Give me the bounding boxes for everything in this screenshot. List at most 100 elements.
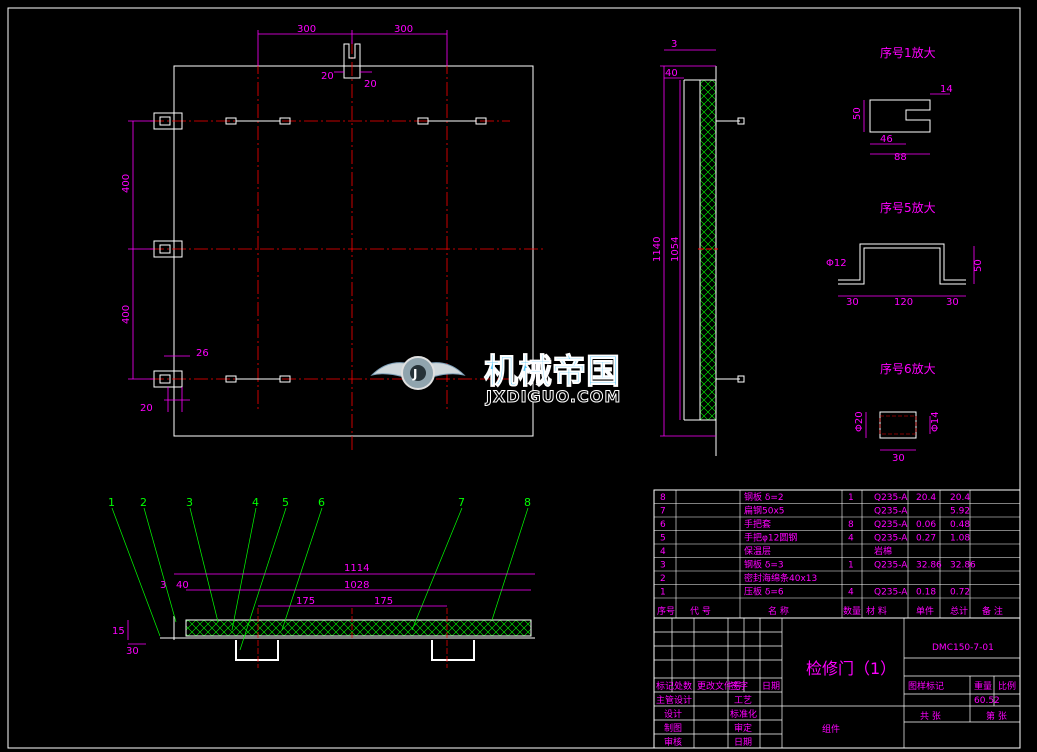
tb-left-2: 制图	[664, 722, 682, 734]
bom-cell: 4	[848, 534, 854, 544]
tb-sheets-no: 第 张	[986, 710, 1007, 722]
tb-stage-2: 比例	[998, 680, 1016, 692]
dim-slot-width: 20	[321, 71, 334, 82]
bom-cell: 4	[660, 547, 666, 557]
tb-row1-1: 处数	[674, 680, 692, 692]
dim-thickness: 3	[671, 39, 677, 50]
bom-cell: 0.48	[950, 520, 970, 530]
balloon-4: 4	[252, 496, 259, 509]
section-dim-d: 175	[374, 596, 393, 607]
tb-row1-0: 标记	[656, 680, 674, 692]
section-dim-e: 15	[112, 626, 125, 637]
detail-1-title: 序号1放大	[880, 45, 936, 60]
section-view: 1 2 3 4 5 6 7 8 1114 1028 3 40 175 175 1…	[108, 496, 535, 668]
bom-cell: 8	[848, 520, 854, 530]
section-dim-inner: 1028	[344, 580, 369, 591]
detail-5-title: 序号5放大	[880, 200, 936, 215]
balloon-8: 8	[524, 496, 531, 509]
bom-cell: 6	[660, 520, 666, 530]
bom-cell: 保温层	[744, 545, 771, 557]
section-dim-c: 175	[296, 596, 315, 607]
tb-stage-1: 重量	[974, 680, 992, 692]
bom-cell: 20.4	[950, 493, 970, 503]
detail-6-title: 序号6放大	[880, 361, 936, 376]
tb-left-0: 主管设计	[656, 694, 692, 706]
bom-cell: 扁钢50x5	[744, 505, 785, 517]
bom-header-qty: 数量	[843, 605, 861, 617]
bom-cell: 5.92	[950, 507, 970, 517]
drawing-number: DMC150-7-01	[932, 643, 994, 653]
watermark-url: JXDIGUO.COM	[485, 387, 621, 406]
tb-mid-2: 审定	[734, 722, 752, 734]
balloon-3: 3	[186, 496, 193, 509]
balloon-7: 7	[458, 496, 465, 509]
tb-row1-4: 日期	[762, 681, 780, 692]
detail-5-dim-h: 50	[973, 259, 984, 272]
bom-cell: Q235-A	[874, 588, 908, 598]
bom-cell: 0.27	[916, 534, 936, 544]
door-plate-outline	[173, 65, 534, 437]
section-dim-a: 3	[160, 580, 166, 591]
bom-cell: Q235-A	[874, 493, 908, 503]
bom-cell: 压板 δ=6	[744, 586, 784, 598]
detail-5-dim-r: 30	[946, 297, 959, 308]
tb-row1-3: 签字	[730, 680, 748, 692]
bom-cell: Q235-A	[874, 507, 908, 517]
detail-1: 序号1放大 14 50 46 88	[852, 45, 953, 163]
drawing-border	[7, 7, 1021, 749]
bom-cell: 0.06	[916, 520, 936, 530]
section-insulation	[185, 619, 532, 637]
bom-cell: 32.86	[916, 561, 942, 571]
detail-1-dim-c: 46	[880, 134, 893, 145]
bom-cell: 1	[848, 493, 854, 503]
bom-header-unit: 单件	[916, 605, 934, 617]
bom-header: 序号 代 号 名 称 数量 材 料 单件 总计 备 注	[657, 605, 1003, 617]
title-block	[653, 617, 1021, 749]
dim-side-upper: 400	[121, 174, 132, 193]
detail-6-dim-outer: Φ20	[854, 411, 865, 432]
tb-weight: 60.52	[974, 696, 1000, 706]
balloon-5: 5	[282, 496, 289, 509]
dim-clamp-width: 20	[140, 403, 153, 414]
bom-header-name: 名 称	[768, 605, 789, 617]
bom-cell: 钢板 δ=3	[744, 559, 784, 571]
section-dim-overall: 1114	[344, 563, 369, 574]
tb-mid-0: 工艺	[734, 695, 752, 706]
tb-assembly: 组件	[822, 723, 840, 735]
tb-mid-3: 日期	[734, 737, 752, 748]
dim-clamp-offset: 26	[196, 348, 209, 359]
detail-6: 序号6放大 Φ20 Φ14 30	[854, 361, 941, 464]
section-dim-b: 40	[176, 580, 189, 591]
drawing-name: 检修门（1）	[806, 659, 896, 678]
detail-5-dim-m: 120	[894, 297, 913, 308]
tb-left-1: 设计	[664, 708, 682, 720]
bom-row: 7 扁钢50x5 Q235-A 5.92	[660, 505, 970, 517]
detail-5: 序号5放大 Φ12 50 30 120 30	[826, 200, 984, 308]
tb-sheets-total: 共 张	[920, 711, 941, 722]
bom-cell: 钢板 δ=2	[744, 491, 784, 503]
bom-cell: Q235-A	[874, 561, 908, 571]
bom-header-no: 序号	[657, 605, 675, 617]
bom-cell: 1.08	[950, 534, 970, 544]
dim-side-lower: 400	[121, 305, 132, 324]
dim-inset: 40	[665, 68, 678, 79]
watermark-brand: 机械帝国	[484, 352, 620, 392]
balloon-6: 6	[318, 496, 325, 509]
watermark: J 机械帝国 JXDIGUO.COM	[370, 352, 621, 407]
insulation-layer	[699, 79, 717, 421]
bom-header-remark: 备 注	[982, 605, 1003, 617]
tb-mid-1: 标准化	[730, 708, 757, 720]
bom-cell: 4	[848, 588, 854, 598]
dim-slot-gap: 20	[364, 79, 377, 90]
bom-cell: 7	[660, 507, 666, 517]
bom-cell: 密封海绵条40x13	[744, 572, 817, 584]
bom-cell: 20.4	[916, 493, 936, 503]
